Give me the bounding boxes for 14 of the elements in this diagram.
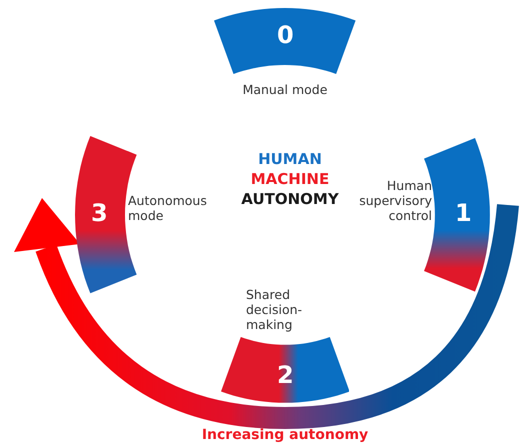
mode-label: Shared decision-making xyxy=(246,287,304,332)
title-word: HUMAN xyxy=(257,150,323,169)
axis-caption: Increasing autonomy xyxy=(200,426,370,445)
title-word: AUTONOMY xyxy=(240,190,340,209)
arc-segment xyxy=(214,8,356,74)
mode-label: Autonomous mode xyxy=(128,193,208,223)
title-word: MACHINE xyxy=(250,170,330,189)
arc-segment xyxy=(220,337,350,403)
step-number: 0 xyxy=(276,22,294,48)
step-number: 3 xyxy=(91,200,108,226)
mode-label: Human supervisory control xyxy=(358,178,432,223)
mode-label: Manual mode xyxy=(242,82,328,97)
step-number: 1 xyxy=(454,200,472,226)
step-number: 2 xyxy=(276,362,294,388)
